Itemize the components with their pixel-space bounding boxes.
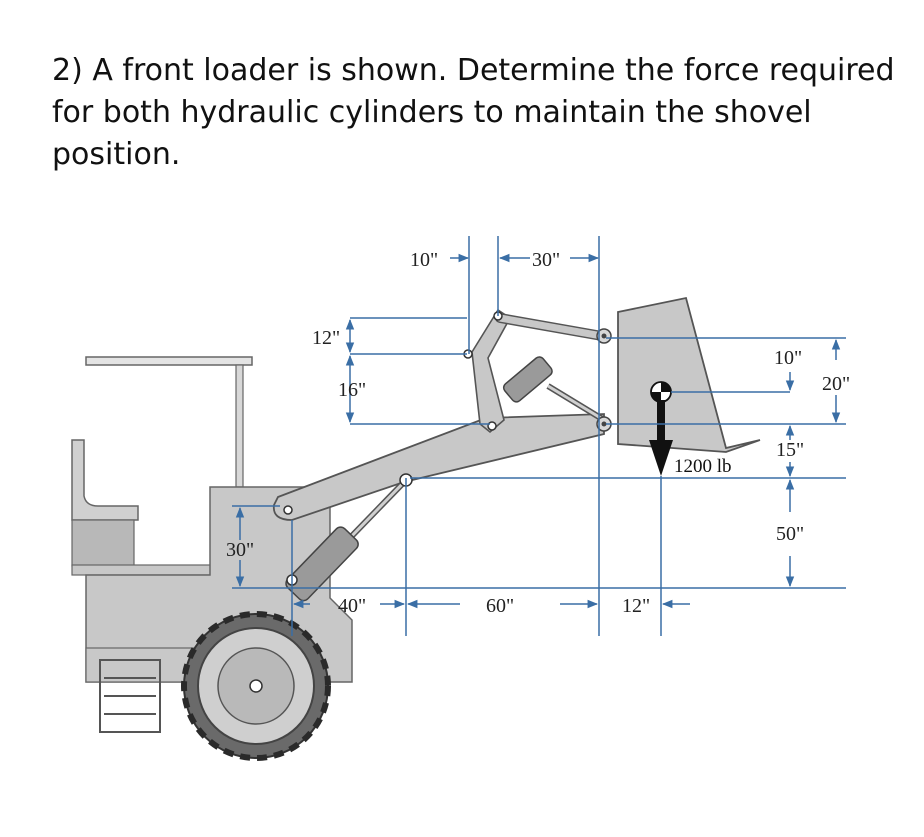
load-arrow-icon bbox=[649, 400, 673, 476]
dim-base-left: 40" bbox=[338, 595, 366, 617]
lower-chassis bbox=[85, 647, 197, 683]
dim-top-left: 10" bbox=[410, 249, 438, 271]
boom-pivot bbox=[283, 505, 293, 515]
tractor-body bbox=[71, 356, 353, 761]
problem-statement: 2) A front loader is shown. Determine th… bbox=[52, 53, 895, 172]
dim-bucket-cg: 10" bbox=[774, 347, 802, 369]
lift-cylinder bbox=[285, 473, 413, 602]
dim-base-right: 12" bbox=[622, 595, 650, 617]
center-of-gravity-icon bbox=[650, 381, 672, 403]
step-ladder bbox=[99, 659, 161, 733]
dim-lift-height: 50" bbox=[776, 523, 804, 545]
tilt-cylinder bbox=[502, 356, 606, 423]
rear-frame bbox=[71, 564, 223, 576]
bellcrank bbox=[471, 308, 512, 434]
canopy-post bbox=[235, 364, 244, 488]
dim-arm-upper: 12" bbox=[312, 327, 340, 349]
dim-tip-gap: 15" bbox=[776, 439, 804, 461]
dim-bucket-height: 20" bbox=[822, 373, 850, 395]
dimension-arrows bbox=[235, 253, 841, 609]
dim-base-mid: 60" bbox=[486, 595, 514, 617]
dim-arm-lower: 16" bbox=[338, 379, 366, 401]
rear-block bbox=[71, 519, 135, 567]
bucket bbox=[617, 296, 761, 453]
load-label: 1200 lb bbox=[674, 456, 732, 477]
canopy-roof bbox=[85, 356, 253, 366]
dim-top-right: 30" bbox=[532, 249, 560, 271]
boom-arm bbox=[272, 413, 605, 521]
seat bbox=[71, 439, 139, 521]
dimension-lines bbox=[232, 236, 846, 636]
dim-pivot-height: 30" bbox=[226, 539, 254, 561]
front-wheel bbox=[181, 611, 331, 761]
